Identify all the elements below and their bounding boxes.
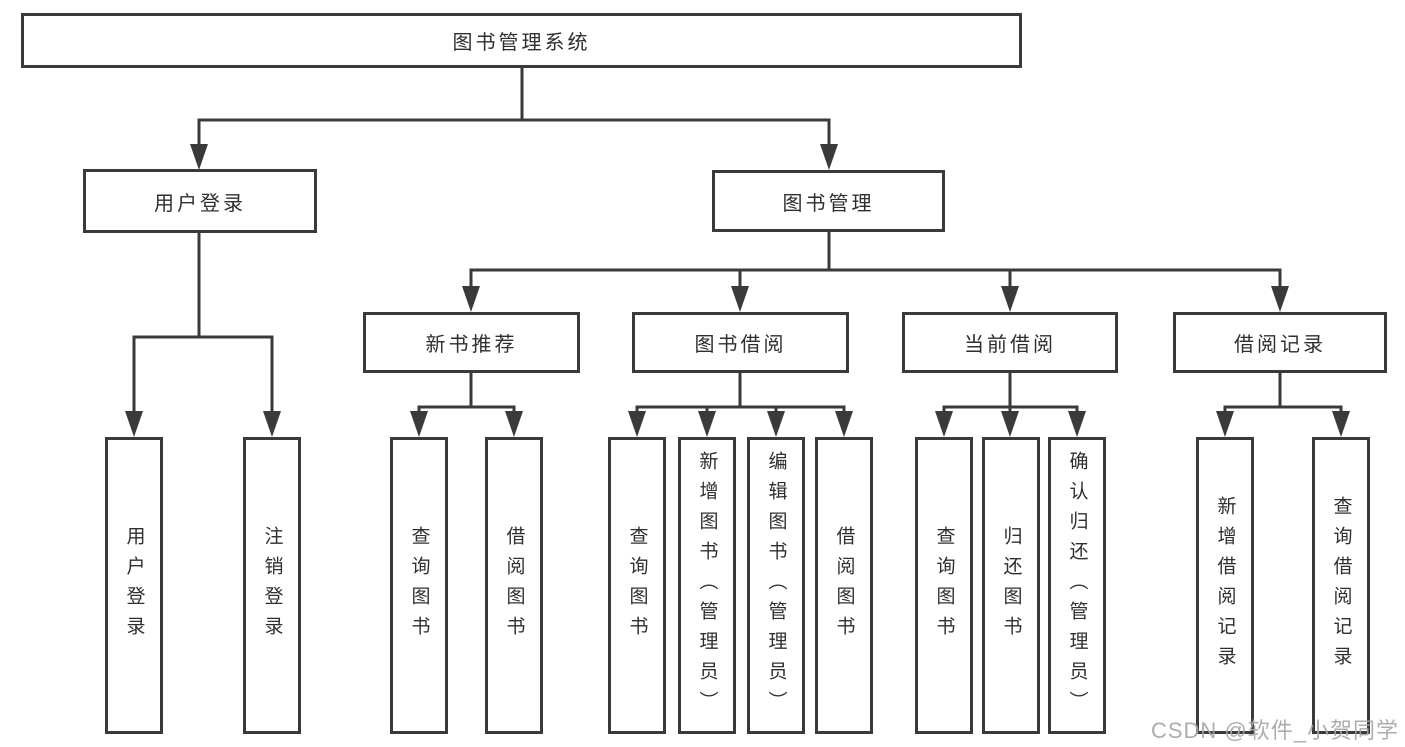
leaf-query-books-recommend-label: 查询图书 — [408, 525, 430, 646]
leaf-user-login-label: 用户登录 — [123, 525, 145, 646]
node-current-borrow: 当前借阅 — [902, 312, 1118, 373]
node-user-login-branch: 用户登录 — [83, 169, 317, 233]
node-borrow-records-label: 借阅记录 — [1234, 334, 1326, 356]
leaf-return-books-label: 归还图书 — [1000, 525, 1022, 646]
leaf-query-books-current-label: 查询图书 — [933, 525, 955, 646]
node-current-borrow-label: 当前借阅 — [964, 334, 1056, 356]
node-book-mgmt-label: 图书管理 — [782, 192, 875, 215]
node-borrow-records: 借阅记录 — [1173, 312, 1387, 373]
leaf-add-books-admin: 新增图书（管理员） — [678, 437, 736, 734]
leaf-borrow-books-recommend: 借阅图书 — [485, 437, 543, 734]
node-book-mgmt-branch: 图书管理 — [712, 170, 945, 232]
leaf-query-books-current: 查询图书 — [915, 437, 973, 734]
leaf-query-books-borrow: 查询图书 — [608, 437, 666, 734]
leaf-add-books-admin-label: 新增图书（管理员） — [696, 450, 718, 721]
leaf-query-books-recommend: 查询图书 — [390, 437, 448, 734]
node-root-system: 图书管理系统 — [21, 13, 1022, 68]
leaf-edit-books-admin-label: 编辑图书（管理员） — [765, 450, 787, 721]
leaf-user-login: 用户登录 — [105, 437, 163, 734]
csdn-watermark: CSDN @软件_小贺同学 — [1150, 718, 1399, 743]
leaf-confirm-return-admin-label: 确认归还（管理员） — [1066, 450, 1088, 721]
leaf-query-borrow-record: 查询借阅记录 — [1312, 437, 1370, 734]
leaf-confirm-return-admin: 确认归还（管理员） — [1048, 437, 1106, 734]
node-user-login-label: 用户登录 — [154, 192, 246, 215]
leaf-borrow-books-recommend-label: 借阅图书 — [503, 525, 525, 646]
node-book-borrow: 图书借阅 — [632, 312, 849, 373]
leaf-query-books-borrow-label: 查询图书 — [626, 525, 648, 646]
node-new-book-recommend: 新书推荐 — [363, 312, 580, 373]
node-root-label: 图书管理系统 — [452, 32, 591, 54]
leaf-borrow-books-label: 借阅图书 — [833, 525, 855, 646]
leaf-return-books: 归还图书 — [982, 437, 1040, 734]
leaf-borrow-books: 借阅图书 — [815, 437, 873, 734]
leaf-query-borrow-record-label: 查询借阅记录 — [1330, 495, 1352, 676]
leaf-logout: 注销登录 — [243, 437, 301, 734]
node-book-borrow-label: 图书借阅 — [694, 334, 787, 356]
leaf-logout-label: 注销登录 — [261, 525, 283, 646]
leaf-add-borrow-record-label: 新增借阅记录 — [1214, 495, 1236, 676]
leaf-edit-books-admin: 编辑图书（管理员） — [747, 437, 805, 734]
leaf-add-borrow-record: 新增借阅记录 — [1196, 437, 1254, 734]
node-new-book-recommend-label: 新书推荐 — [425, 334, 518, 356]
